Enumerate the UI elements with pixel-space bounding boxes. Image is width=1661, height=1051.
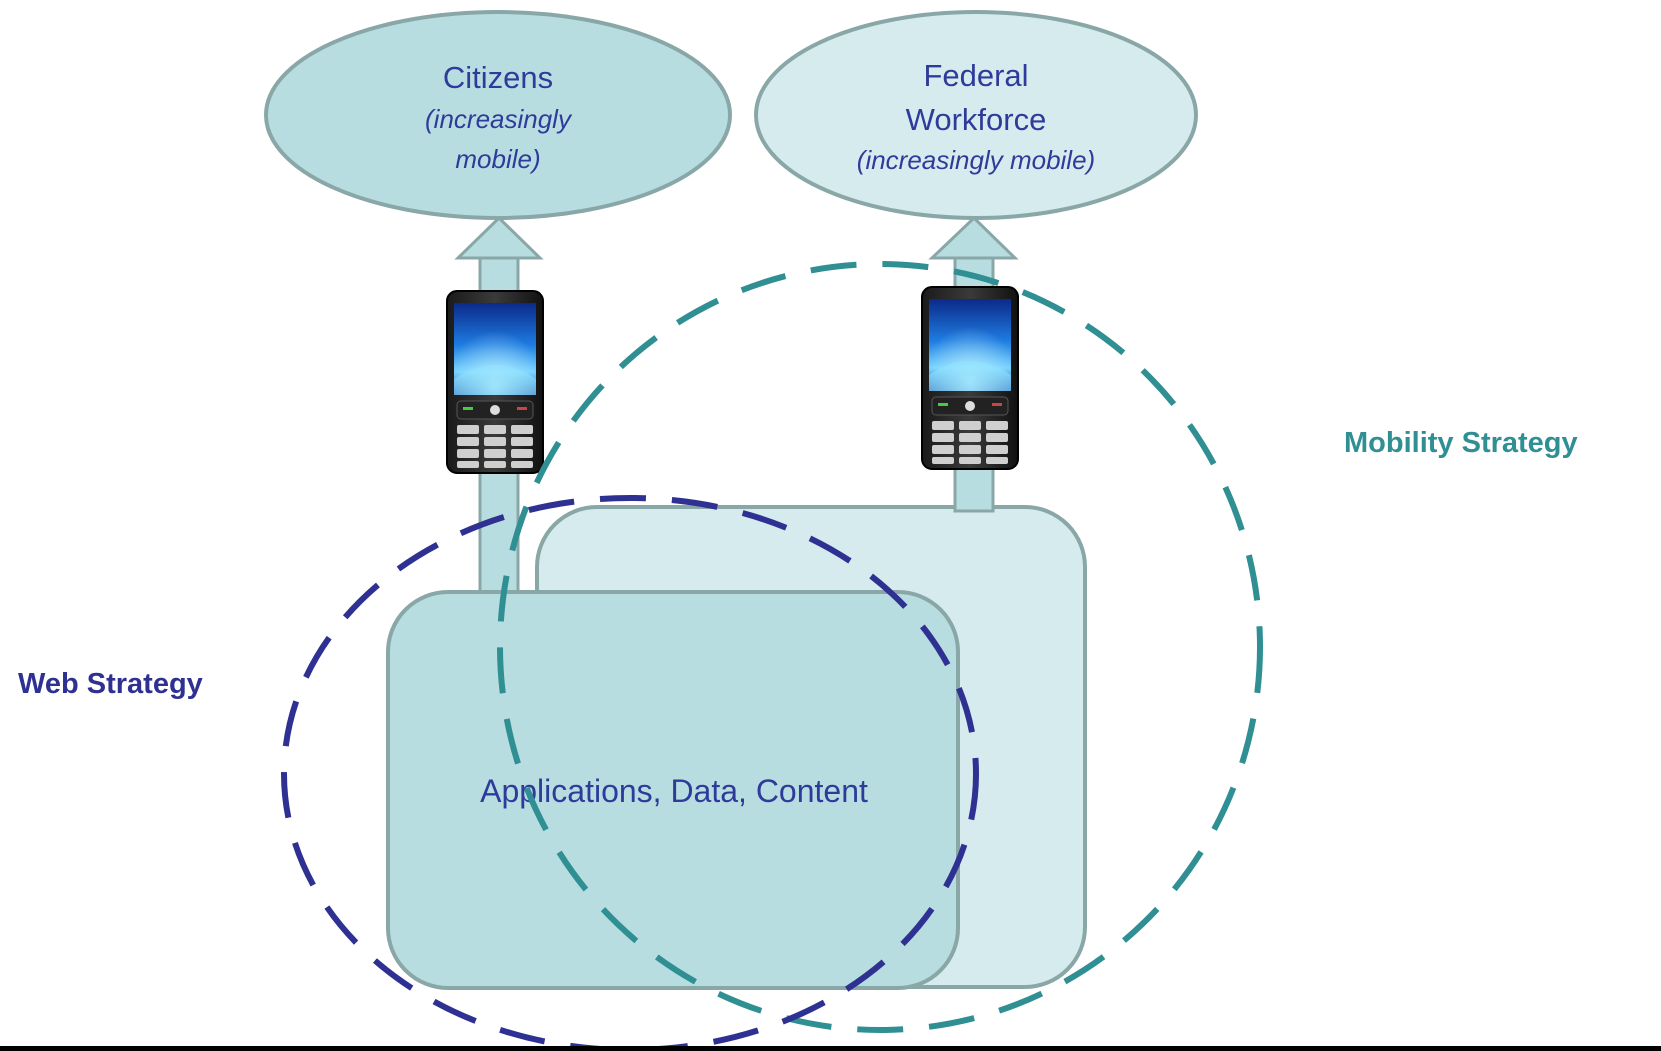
- bottom-edge-bar: [0, 1046, 1661, 1051]
- citizens-title: Citizens: [443, 60, 553, 95]
- workforce-title-line1: Federal: [923, 58, 1028, 93]
- citizens-ellipse: [264, 10, 732, 220]
- web-strategy-label: Web Strategy: [18, 668, 203, 700]
- workforce-title-line2: Workforce: [906, 102, 1047, 137]
- workforce-subtitle: (increasingly mobile): [857, 145, 1095, 175]
- citizens-subtitle-line2: mobile): [455, 144, 540, 174]
- mobility-strategy-label: Mobility Strategy: [1344, 427, 1578, 459]
- applications-box: [386, 590, 960, 990]
- workforce-ellipse: [754, 10, 1198, 220]
- mobility-strategy-boundary: [497, 261, 1263, 1033]
- center-label: Applications, Data, Content: [480, 773, 868, 809]
- web-strategy-boundary: [281, 495, 979, 1051]
- citizens-subtitle-line1: (increasingly: [425, 104, 573, 134]
- mobile-phone-icon: [446, 290, 544, 474]
- mobile-phone-icon: [921, 286, 1019, 470]
